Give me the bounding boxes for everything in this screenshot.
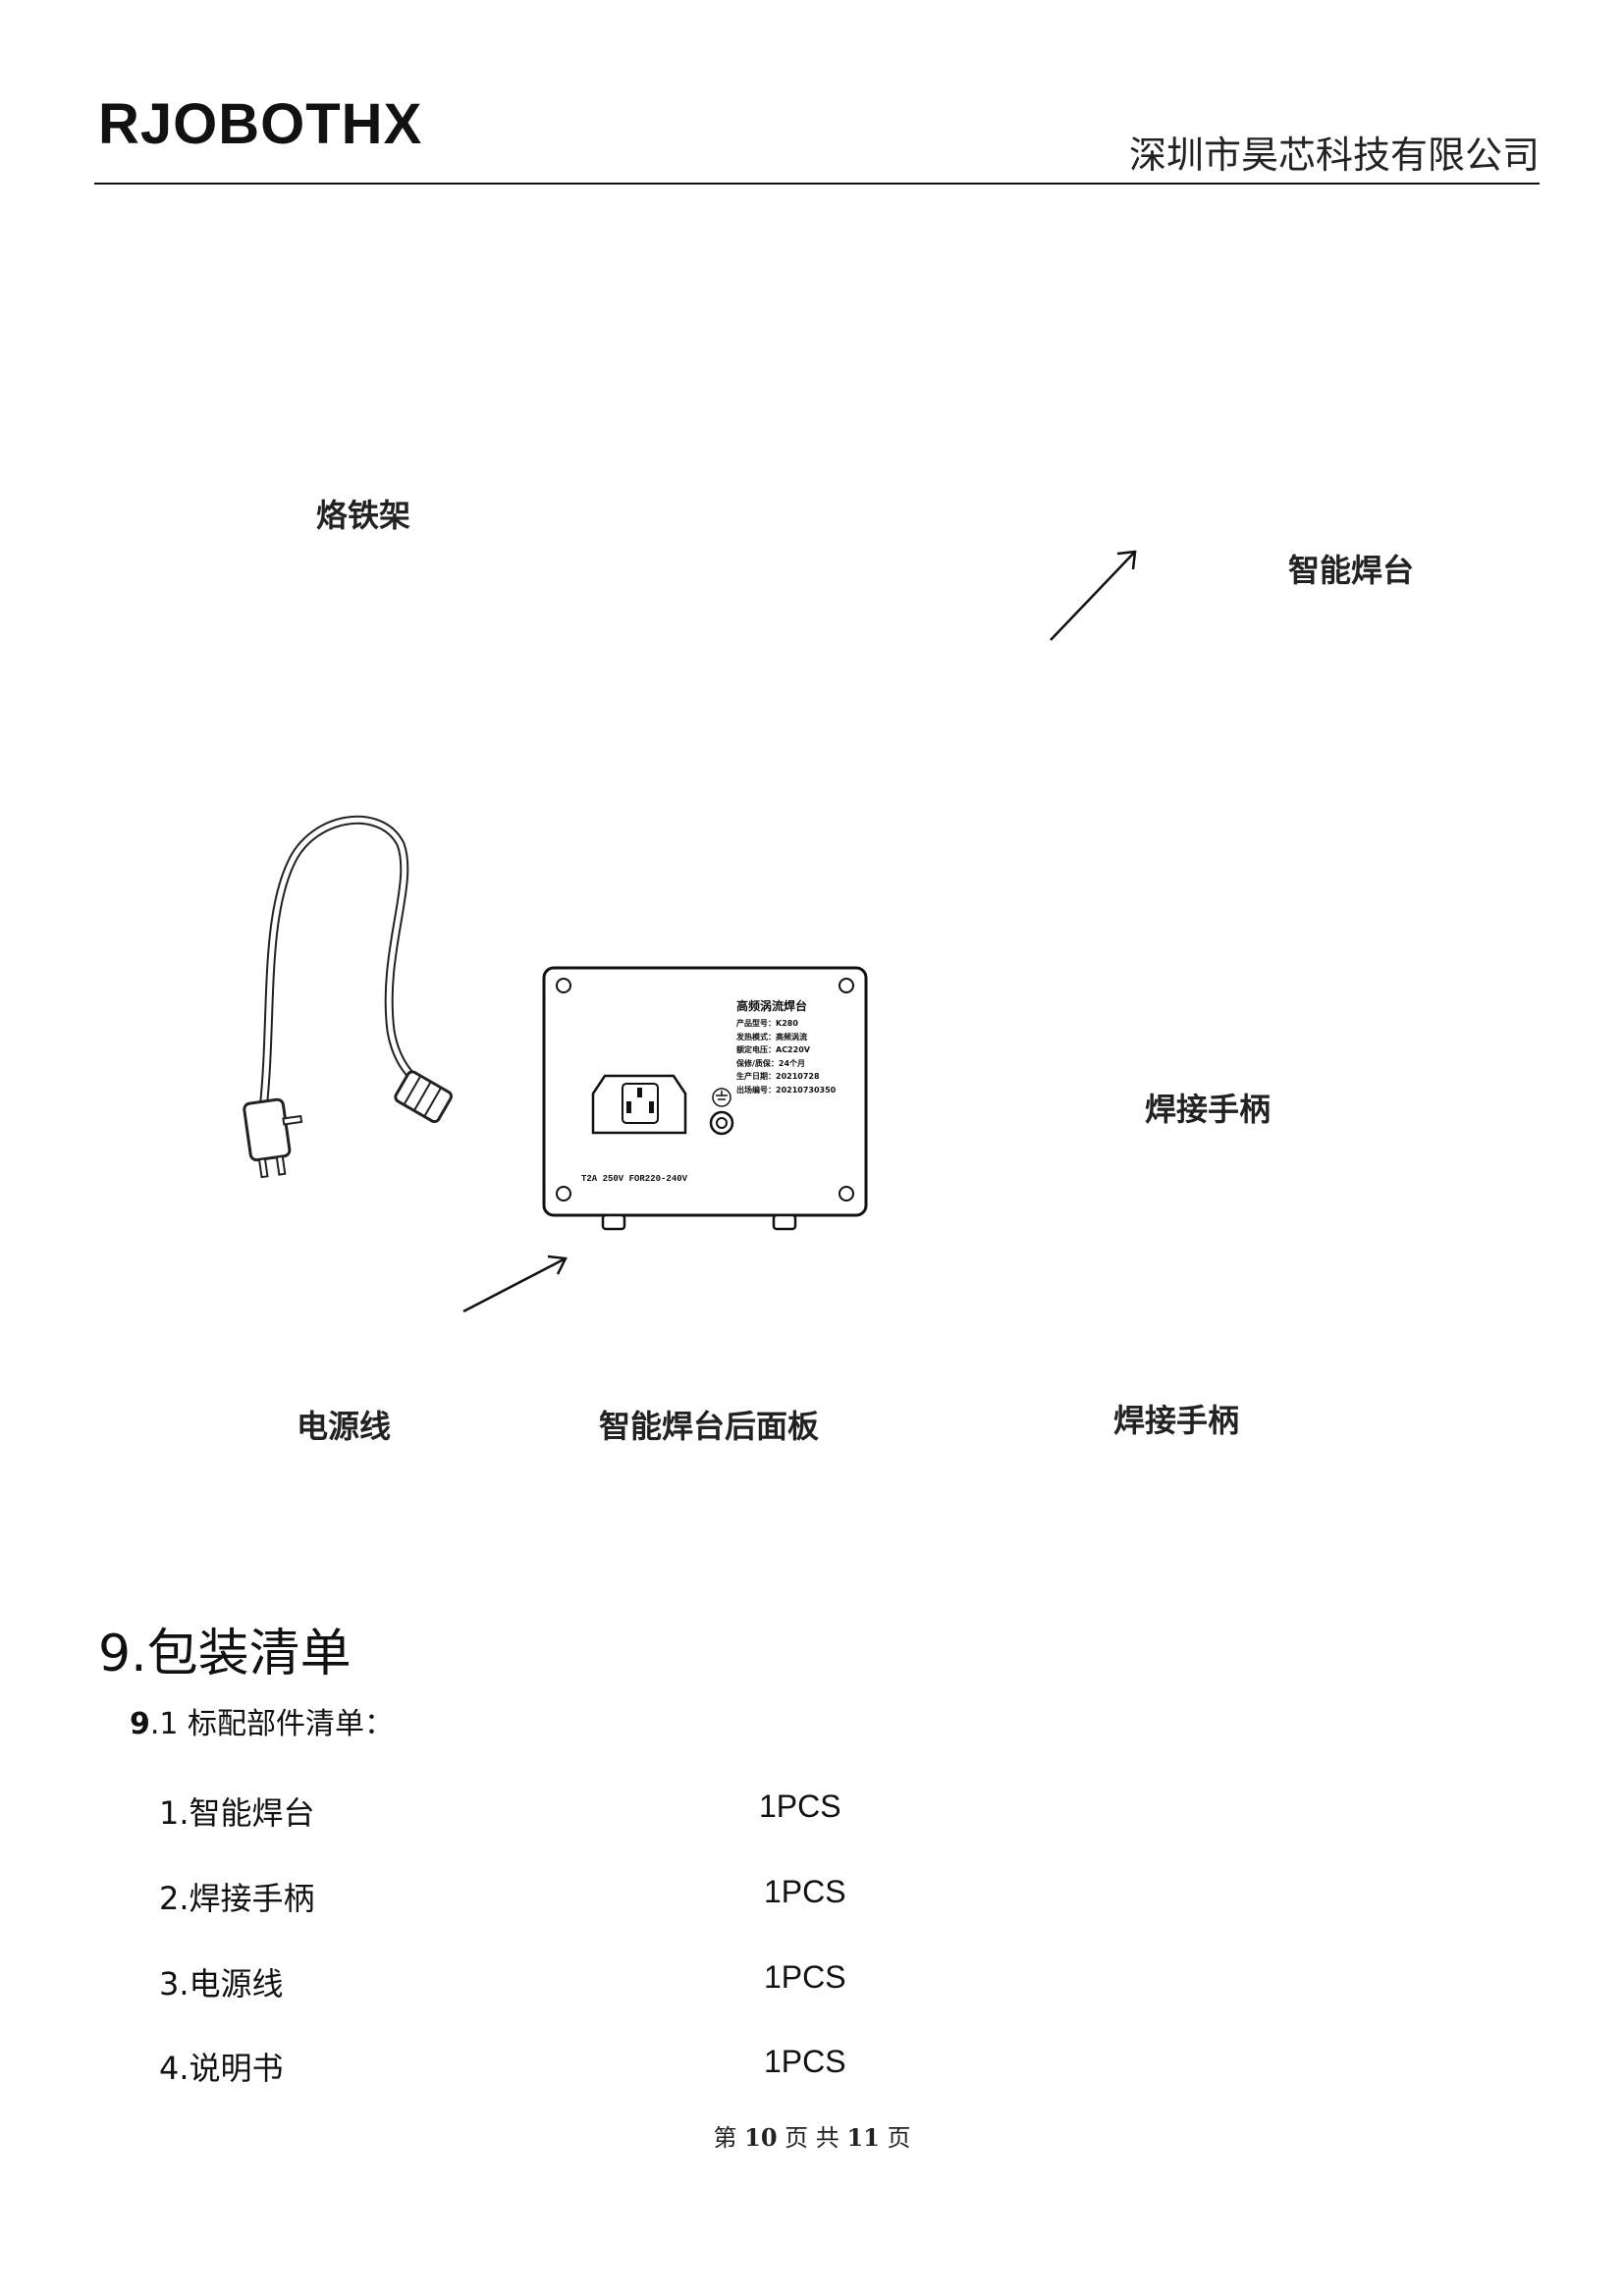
caption-power-cord: 电源线 [297, 1408, 392, 1445]
footer-mid: 页 共 [785, 2124, 839, 2152]
footer-page-number: 10 [744, 2123, 778, 2152]
spec-line: 生产日期：20210728 [736, 1072, 820, 1081]
spec-line: 发热模式：高频涡流 [736, 1032, 807, 1041]
header-divider [94, 183, 1540, 185]
caption-station: 智能焊台 [1288, 552, 1415, 589]
arrow-station-icon [1050, 550, 1137, 641]
list-item-name: 2.焊接手柄 [159, 1880, 315, 1917]
list-item-name: 1.智能焊台 [159, 1794, 315, 1832]
spec-line: 额定电压：AC220V [736, 1045, 810, 1054]
back-panel-image: 高频涡流焊台 产品型号：K280 发热模式：高频涡流 额定电压：AC220V 保… [542, 966, 868, 1231]
caption-back-panel: 智能焊台后面板 [599, 1408, 820, 1445]
company-name: 深圳市昊芯科技有限公司 [1128, 133, 1540, 177]
page-footer: 第 10 页 共 11 页 [0, 2118, 1624, 2153]
spec-line: 出场编号：20210730350 [736, 1085, 837, 1095]
list-item-qty: 1PCS [764, 1959, 846, 1995]
caption-iron-holder: 烙铁架 [316, 497, 411, 534]
sub-title-text: .1 标配部件清单： [149, 1707, 395, 1741]
spec-line: 保修/质保：24个月 [736, 1058, 806, 1068]
list-item-name: 3.电源线 [159, 1965, 284, 2002]
list-item-name: 4.说明书 [159, 2050, 284, 2087]
caption-handle-right: 焊接手柄 [1145, 1091, 1272, 1128]
power-cord-image [243, 815, 453, 1179]
list-item-qty: 1PCS [759, 1789, 841, 1824]
sub-title-num: 9 [130, 1707, 150, 1741]
company-logo: RJOBOTHX [98, 92, 423, 156]
arrow-back-panel-icon [462, 1255, 568, 1313]
footer-post: 页 [887, 2124, 911, 2152]
sub-title: 9.1 标配部件清单： [130, 1699, 394, 1742]
list-item-qty: 1PCS [764, 2044, 846, 2079]
fuse-label: T2A 250V FOR220-240V [581, 1174, 688, 1184]
section-title: 9.包装清单 [98, 1625, 352, 1683]
caption-handle-bottom: 焊接手柄 [1113, 1402, 1240, 1439]
label-specs: 产品型号：K280 发热模式：高频涡流 额定电压：AC220V 保修/质保：24… [736, 1017, 836, 1096]
spec-line: 产品型号：K280 [736, 1019, 798, 1028]
label-title: 高频涡流焊台 [736, 999, 808, 1013]
list-item-qty: 1PCS [764, 1874, 846, 1909]
footer-pre: 第 [713, 2124, 737, 2152]
footer-total-pages: 11 [846, 2123, 880, 2152]
